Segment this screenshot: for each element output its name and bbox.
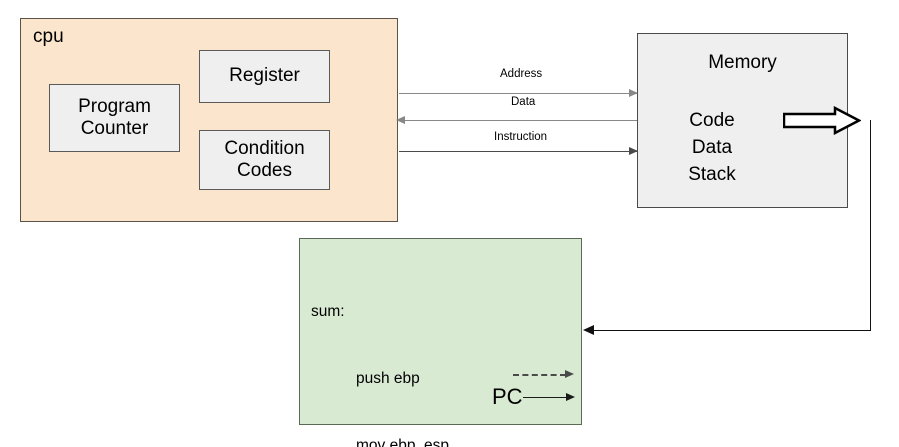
pc-solid-arrow-line (523, 397, 567, 398)
bus-line-instruction (399, 151, 637, 152)
bus-arrowhead-instruction (629, 147, 638, 155)
register-label: Register (229, 65, 300, 87)
code-route-horizontal-segment (592, 330, 871, 331)
pc-solid-arrowhead (566, 393, 575, 401)
pc-dashed-arrow-line (513, 374, 566, 376)
code-fetch-block-arrow (783, 106, 861, 135)
code-label: sum: (311, 302, 345, 320)
program-counter-line2: Counter (80, 118, 149, 139)
memory-segment-code: Code (689, 110, 735, 131)
pc-label: PC (492, 384, 523, 409)
code-listing-box (299, 238, 582, 425)
bus-arrowhead-data (396, 116, 405, 124)
bus-arrowhead-address (629, 89, 638, 97)
code-route-arrowhead (583, 325, 594, 335)
memory-segment-data: Data (691, 136, 733, 158)
register-box: Register (199, 50, 330, 103)
condition-codes-line1: Condition (224, 137, 305, 159)
bus-label-address: Address (500, 68, 543, 80)
pc-dashed-arrowhead (565, 370, 574, 378)
memory-segment-stack: Stack (688, 163, 736, 185)
bus-line-address (399, 93, 637, 94)
code-line-0: push ebp (356, 369, 420, 387)
memory-segments: Code Data Stack (637, 108, 787, 189)
program-counter-box: Program Counter (49, 84, 180, 152)
bus-line-data (403, 120, 637, 121)
cpu-label: cpu (33, 26, 64, 47)
code-listing: sum: push ebp mov ebp, esp mov eax, [ebp… (311, 256, 484, 447)
program-counter-line1: Program (78, 95, 151, 117)
bus-label-data: Data (511, 96, 536, 108)
code-route-vertical-segment (870, 120, 871, 331)
memory-title: Memory (708, 52, 777, 73)
bus-label-instruction: Instruction (494, 131, 548, 143)
condition-codes-box: Condition Codes (199, 130, 330, 190)
condition-codes-line2: Codes (237, 160, 292, 181)
condition-codes-label: Condition Codes (224, 138, 304, 183)
program-counter-label: Program Counter (78, 96, 151, 141)
code-line-1: mov ebp, esp (356, 436, 450, 447)
